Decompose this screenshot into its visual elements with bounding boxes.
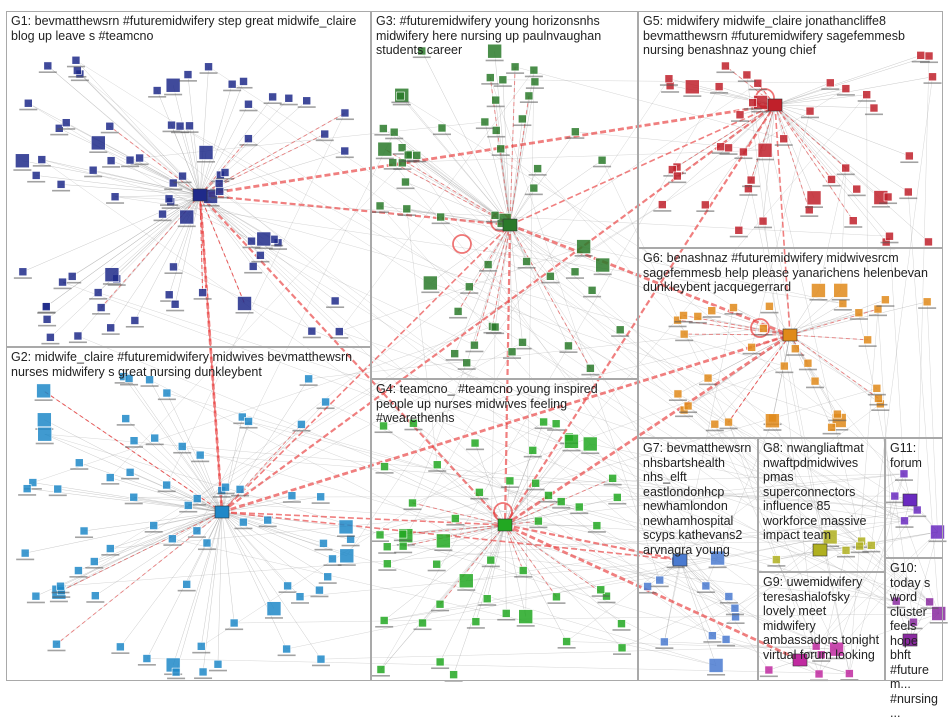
group-label-g4: G4: teamcno_ #teamcno young inspired peo…	[376, 382, 633, 426]
group-label-g1: G1: bevmatthewsrn #futuremidwifery step …	[11, 14, 366, 43]
group-label-g8: G8: nwangliaftmat nwaftpdmidwives pmas s…	[763, 441, 880, 543]
group-label-g9: G9: uwemidwifery teresashalofsky lovely …	[763, 575, 880, 662]
group-box-g5: G5: midwifery midwife_claire jonathancli…	[638, 11, 943, 248]
group-label-g5: G5: midwifery midwife_claire jonathancli…	[643, 14, 938, 58]
group-label-g2: G2: midwife_claire #futuremidwifery midw…	[11, 350, 366, 379]
group-box-g11: G11: forum	[885, 438, 943, 558]
group-box-g7: G7: bevmatthewsrn nhsbartshealth nhs_elf…	[638, 438, 758, 681]
group-box-g8: G8: nwangliaftmat nwaftpdmidwives pmas s…	[758, 438, 885, 572]
group-label-g7: G7: bevmatthewsrn nhsbartshealth nhs_elf…	[643, 441, 753, 557]
group-label-g10: G10: today s word cluster feels hope bhf…	[890, 561, 938, 721]
network-graph: G1: bevmatthewsrn #futuremidwifery step …	[0, 0, 950, 688]
group-box-g2: G2: midwife_claire #futuremidwifery midw…	[6, 347, 371, 681]
group-box-g3: G3: #futuremidwifery young horizonsnhs m…	[371, 11, 638, 379]
group-box-g4: G4: teamcno_ #teamcno young inspired peo…	[371, 379, 638, 681]
group-label-g6: G6: benashnaz #futuremidwifery midwivesr…	[643, 251, 938, 295]
group-box-g10: G10: today s word cluster feels hope bhf…	[885, 558, 943, 681]
group-label-g3: G3: #futuremidwifery young horizonsnhs m…	[376, 14, 633, 58]
group-label-g11: G11: forum	[890, 441, 938, 470]
group-box-g6: G6: benashnaz #futuremidwifery midwivesr…	[638, 248, 943, 438]
group-box-g1: G1: bevmatthewsrn #futuremidwifery step …	[6, 11, 371, 347]
group-box-g9: G9: uwemidwifery teresashalofsky lovely …	[758, 572, 885, 681]
